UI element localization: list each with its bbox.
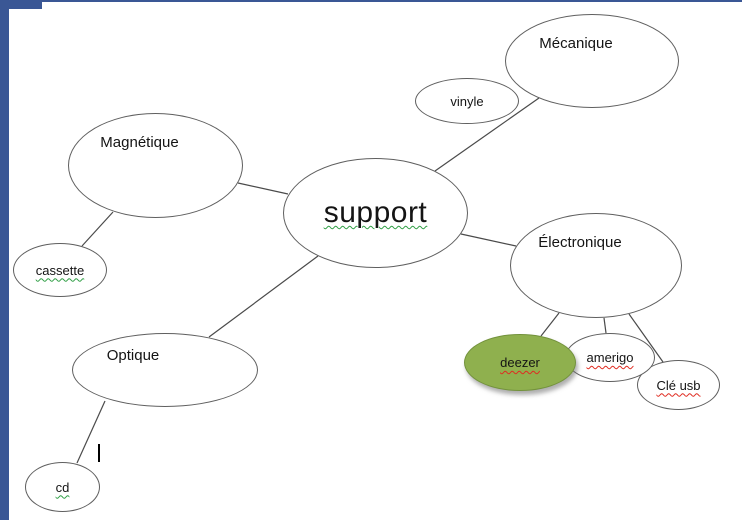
node-cassette[interactable]: cassette: [13, 243, 107, 297]
node-optique[interactable]: Optique: [72, 333, 258, 407]
node-support[interactable]: support: [283, 158, 468, 268]
node-electronique[interactable]: Électronique: [510, 213, 682, 318]
node-amerigo[interactable]: amerigo: [565, 333, 655, 382]
node-cle-usb-label: Clé usb: [656, 377, 701, 393]
node-vinyle-label: vinyle: [450, 93, 484, 109]
node-magnetique[interactable]: Magnétique: [68, 113, 243, 218]
node-magnetique-label: Magnétique: [100, 134, 179, 151]
edge-electronique-deezer: [540, 312, 560, 337]
edge-support-electronique: [460, 233, 517, 247]
text-cursor: [98, 444, 100, 462]
edge-optique-cd: [76, 400, 106, 464]
edge-support-magnetique: [237, 182, 289, 195]
edge-support-optique: [208, 255, 319, 338]
page-border-bottom: [0, 0, 742, 2]
node-electronique-label: Électronique: [538, 234, 622, 251]
edge-electronique-amerigo: [603, 317, 607, 334]
node-optique-label: Optique: [106, 347, 160, 364]
node-cd-label: cd: [55, 479, 70, 495]
node-amerigo-label: amerigo: [586, 350, 634, 365]
node-vinyle[interactable]: vinyle: [415, 78, 519, 124]
node-support-label: support: [323, 196, 428, 229]
node-deezer-label: deezer: [500, 355, 540, 370]
node-cd[interactable]: cd: [25, 462, 100, 512]
node-mecanique[interactable]: Mécanique: [505, 14, 679, 108]
node-deezer-highlighted[interactable]: deezer: [464, 334, 576, 391]
edge-magnetique-cassette: [81, 211, 114, 247]
page-border-left: [0, 0, 9, 520]
node-cassette-label: cassette: [35, 262, 85, 278]
node-cle-usb[interactable]: Clé usb: [637, 360, 720, 410]
node-mecanique-label: Mécanique: [539, 35, 613, 52]
page-border-corner: [0, 0, 42, 9]
